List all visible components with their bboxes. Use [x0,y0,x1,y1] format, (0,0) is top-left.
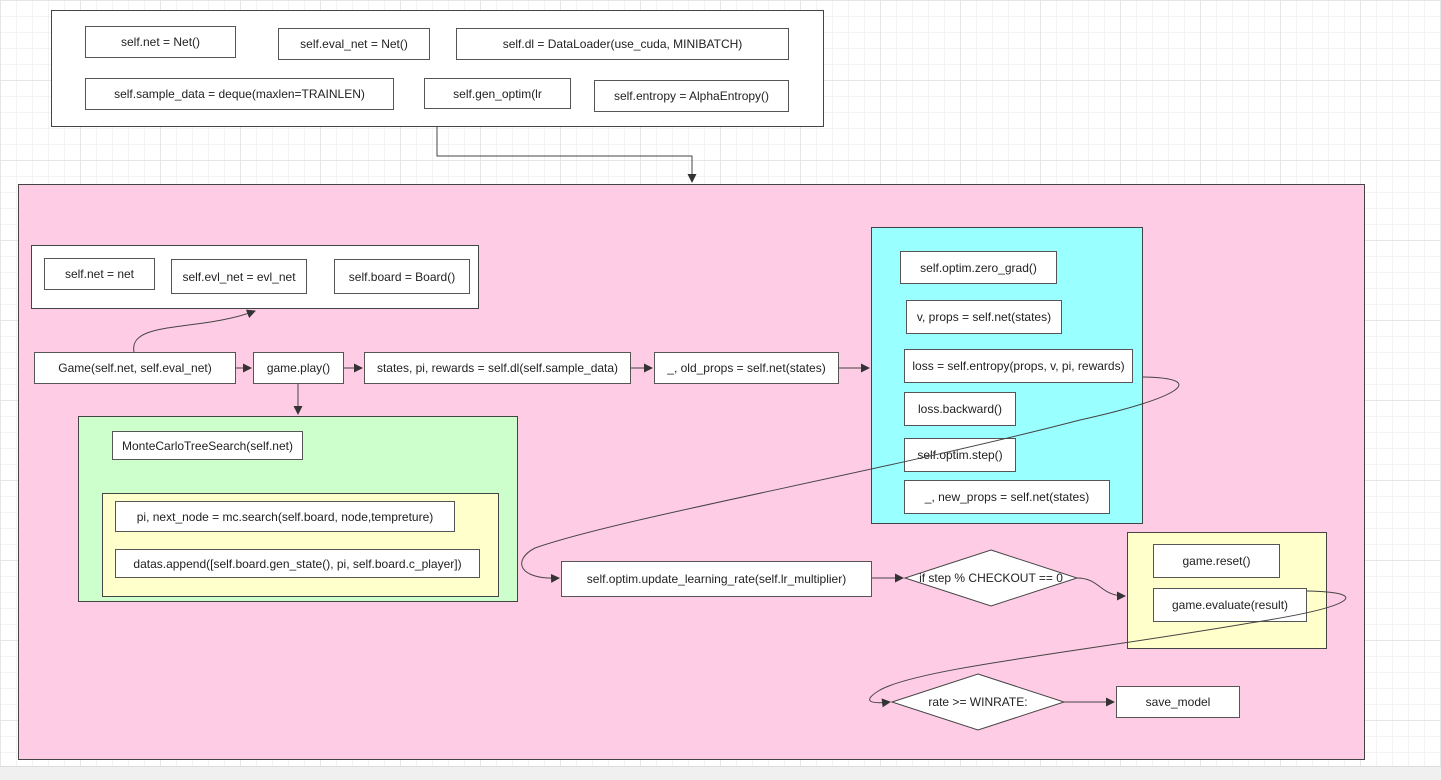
optim-step-node[interactable]: self.optim.step() [904,438,1016,472]
mcts-search-node[interactable]: pi, next_node = mc.search(self.board, no… [115,501,455,532]
eval-net-init-node[interactable]: self.eval_net = Net() [278,28,430,60]
game-evaluate-node[interactable]: game.evaluate(result) [1153,588,1307,622]
new-props-node[interactable]: _, new_props = self.net(states) [904,480,1110,514]
update-lr-node[interactable]: self.optim.update_learning_rate(self.lr_… [561,561,872,597]
game-create-node[interactable]: Game(self.net, self.eval_net) [34,352,236,384]
edge-init-to-pipeline [436,127,697,183]
loss-node[interactable]: loss = self.entropy(props, v, pi, reward… [904,349,1133,383]
sample-batch-node[interactable]: states, pi, rewards = self.dl(self.sampl… [364,352,631,384]
mcts-init-node[interactable]: MonteCarloTreeSearch(self.net) [112,431,303,460]
game-net-node[interactable]: self.net = net [44,258,155,290]
sample-data-init-node[interactable]: self.sample_data = deque(maxlen=TRAINLEN… [85,78,394,110]
dataloader-init-node[interactable]: self.dl = DataLoader(use_cuda, MINIBATCH… [456,28,789,60]
datas-append-node[interactable]: datas.append([self.board.gen_state(), pi… [115,549,480,578]
net-init-node[interactable]: self.net = Net() [85,26,236,58]
save-model-node[interactable]: save_model [1116,686,1240,718]
entropy-init-node[interactable]: self.entropy = AlphaEntropy() [594,80,789,112]
gen-optim-node[interactable]: self.gen_optim(lr [424,78,571,109]
forward-node[interactable]: v, props = self.net(states) [906,300,1062,334]
game-play-node[interactable]: game.play() [253,352,344,384]
game-evl-net-node[interactable]: self.evl_net = evl_net [171,259,307,294]
backward-node[interactable]: loss.backward() [904,392,1016,426]
old-props-node[interactable]: _, old_props = self.net(states) [654,352,839,384]
game-board-node[interactable]: self.board = Board() [334,259,470,294]
zero-grad-node[interactable]: self.optim.zero_grad() [900,251,1057,284]
canvas-bottom-bar [0,766,1441,780]
game-reset-node[interactable]: game.reset() [1153,544,1280,578]
